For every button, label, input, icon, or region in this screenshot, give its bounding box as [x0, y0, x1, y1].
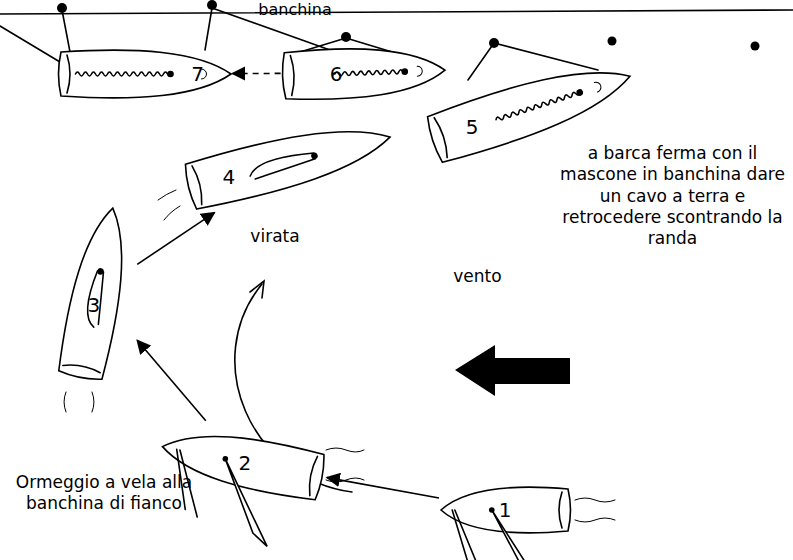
annotation: banchina — [245, 0, 345, 20]
caption-note: Ormeggio a vela alla banchina di fianco — [14, 472, 194, 515]
hull — [56, 204, 136, 382]
hull — [58, 50, 231, 98]
transom — [306, 456, 317, 496]
transom — [290, 55, 294, 95]
annotation: vento — [440, 266, 515, 287]
furled-sail — [75, 72, 171, 76]
luffing-sail — [248, 150, 317, 180]
boat-hull: 4 — [182, 111, 398, 212]
callout-number: 1 — [492, 497, 518, 523]
boat-hull: 6 — [281, 44, 448, 102]
motion-arrow — [137, 213, 214, 265]
furled-sail — [334, 70, 406, 77]
bollard — [608, 37, 617, 46]
boat-outline — [55, 201, 137, 382]
hull — [183, 113, 396, 212]
bollard — [489, 38, 499, 48]
hull — [281, 45, 445, 100]
boat-hull: 7 — [58, 49, 233, 99]
boat-hull: 3 — [55, 201, 137, 382]
callout-number: 2 — [231, 450, 257, 476]
boat-hull: 1 — [439, 486, 571, 534]
transom — [192, 165, 205, 205]
anchor-mark — [417, 66, 422, 76]
bollard — [341, 32, 351, 42]
boat-outline — [281, 44, 448, 102]
bollard — [751, 42, 760, 51]
callout-number: 5 — [459, 114, 485, 140]
motion-arrow — [137, 340, 206, 420]
callout-number: 4 — [216, 164, 242, 190]
furled-sail — [495, 91, 580, 122]
callout-number: 6 — [323, 61, 349, 87]
jib — [452, 510, 468, 560]
callout-number: 3 — [80, 293, 106, 319]
boat-outline — [182, 111, 398, 212]
transom — [559, 492, 562, 528]
boat-outline — [58, 49, 233, 99]
motion-arrow — [233, 73, 281, 75]
callout-number: 7 — [185, 61, 211, 87]
annotation: virata — [240, 226, 310, 247]
bollard — [57, 3, 67, 13]
turn-arrow-head — [250, 281, 264, 298]
transom — [67, 55, 70, 93]
annotation: a barca ferma con il mascone in banchina… — [560, 143, 785, 249]
jib — [455, 510, 479, 560]
transom — [62, 362, 100, 372]
transom — [434, 117, 450, 158]
motion-arrow — [327, 478, 439, 498]
quay-edge — [0, 10, 793, 14]
anchor-mark — [594, 81, 602, 92]
hull — [441, 487, 571, 533]
bollard — [207, 0, 217, 10]
wind-arrow — [455, 345, 570, 396]
